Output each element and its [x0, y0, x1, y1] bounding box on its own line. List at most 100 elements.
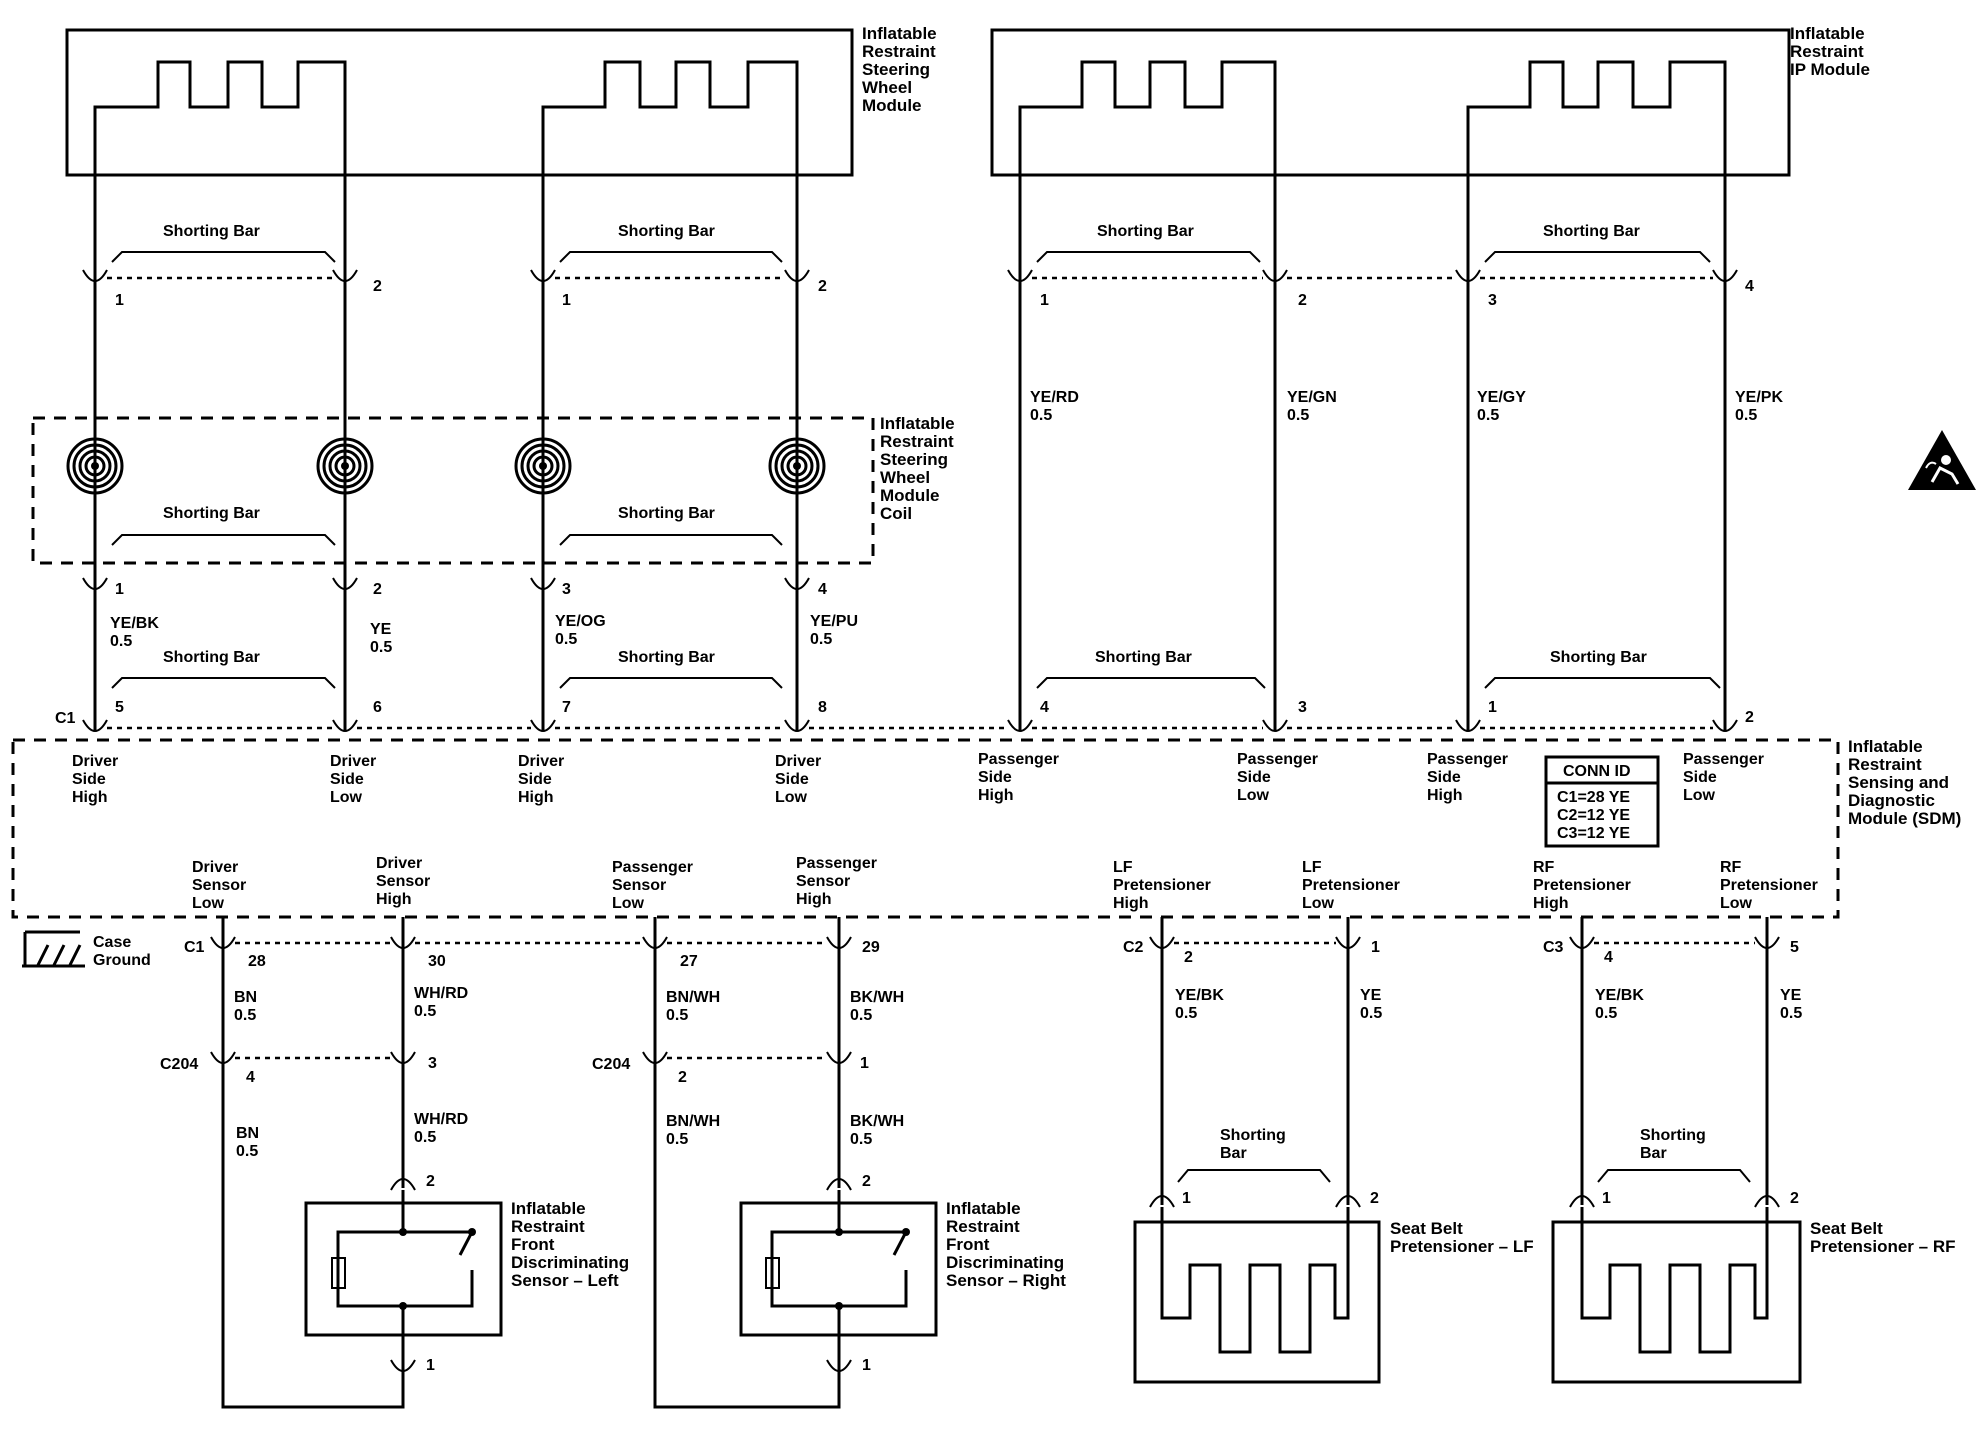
svg-text:6: 6 — [373, 699, 382, 716]
svg-text:YE0.5: YE0.5 — [1360, 987, 1382, 1022]
svg-text:YE/BK0.5: YE/BK0.5 — [110, 615, 159, 650]
svg-text:2: 2 — [426, 1173, 435, 1190]
svg-text:29: 29 — [862, 939, 880, 956]
svg-text:2: 2 — [862, 1173, 871, 1190]
svg-text:Shorting Bar: Shorting Bar — [1550, 649, 1647, 666]
clockspring-coil: Shorting Bar Shorting Bar Inflatable Res… — [31, 414, 955, 565]
sensor-label: Inflatable Restraint Front Discriminatin… — [946, 1199, 1069, 1290]
lf-pretensioner: 1 2 Seat Belt Pretensioner – LF — [1133, 1190, 1534, 1384]
svg-text:30: 30 — [428, 953, 446, 970]
ground-icon — [22, 930, 85, 968]
svg-text:BN/WH0.5: BN/WH0.5 — [666, 989, 720, 1024]
svg-text:1: 1 — [1182, 1190, 1191, 1207]
svg-text:4: 4 — [1745, 278, 1754, 295]
svg-text:CONN ID: CONN ID — [1563, 763, 1631, 780]
svg-text:8: 8 — [818, 699, 827, 716]
upper-wires — [93, 178, 1727, 730]
svg-text:YE/PK0.5: YE/PK0.5 — [1735, 389, 1783, 424]
svg-text:2: 2 — [373, 581, 382, 598]
svg-text:C204: C204 — [592, 1056, 630, 1073]
svg-text:BK/WH0.5: BK/WH0.5 — [850, 1113, 904, 1148]
svg-text:Shorting Bar: Shorting Bar — [1095, 649, 1192, 666]
svg-text:4: 4 — [1040, 699, 1049, 716]
svg-text:YE/RD0.5: YE/RD0.5 — [1030, 389, 1079, 424]
sdm-label: Inflatable Restraint Sensing and Diagnos… — [1848, 737, 1961, 828]
svg-text:WH/RD0.5: WH/RD0.5 — [414, 985, 468, 1020]
svg-text:3: 3 — [562, 581, 571, 598]
module-label: Inflatable Restraint Steering Wheel Modu… — [862, 24, 941, 115]
svg-text:1: 1 — [1488, 699, 1497, 716]
top-connectors: 1 2 1 2 1 2 3 4 Shorting Bar Shorting Ba… — [82, 223, 1754, 309]
svg-text:1: 1 — [426, 1357, 435, 1374]
svg-text:C204: C204 — [160, 1056, 198, 1073]
c1-shorting-bars: Shorting Bar Shorting Bar Shorting Bar S… — [111, 649, 1721, 689]
svg-text:Shorting Bar: Shorting Bar — [163, 223, 260, 240]
svg-text:27: 27 — [680, 953, 698, 970]
right-front-sensor: 2 1 Inflatable Restraint Front Discrimin… — [739, 1173, 1069, 1374]
svg-text:3: 3 — [428, 1055, 437, 1072]
svg-text:4: 4 — [818, 581, 827, 598]
svg-text:2: 2 — [1790, 1190, 1799, 1207]
ip-module: Inflatable Restraint IP Module — [990, 24, 1870, 178]
svg-text:3: 3 — [1298, 699, 1307, 716]
svg-text:YE0.5: YE0.5 — [1780, 987, 1802, 1022]
svg-text:2: 2 — [1745, 709, 1754, 726]
svg-text:1: 1 — [115, 292, 124, 309]
svg-text:2: 2 — [1184, 949, 1193, 966]
svg-text:Shorting Bar: Shorting Bar — [618, 649, 715, 666]
svg-text:BN0.5: BN0.5 — [236, 1125, 259, 1160]
sensor-label: Inflatable Restraint Front Discriminatin… — [511, 1199, 634, 1290]
svg-text:YE0.5: YE0.5 — [370, 621, 392, 656]
svg-text:1: 1 — [862, 1357, 871, 1374]
svg-text:1: 1 — [860, 1055, 869, 1072]
svg-text:BK/WH0.5: BK/WH0.5 — [850, 989, 904, 1024]
steering-wheel-module: Inflatable Restraint Steering Wheel Modu… — [65, 24, 941, 178]
svg-text:BN/WH0.5: BN/WH0.5 — [666, 1113, 720, 1148]
svg-text:2: 2 — [1370, 1190, 1379, 1207]
svg-text:2: 2 — [373, 278, 382, 295]
conn-id-table: CONN ID C1=28 YE C2=12 YE C3=12 YE — [1544, 755, 1660, 848]
svg-text:C2: C2 — [1123, 939, 1144, 956]
module-label: Inflatable Restraint IP Module — [1790, 24, 1870, 79]
sdm-module: Inflatable Restraint Sensing and Diagnos… — [11, 737, 1961, 919]
svg-text:1: 1 — [1371, 939, 1380, 956]
svg-text:Shorting Bar: Shorting Bar — [163, 505, 260, 522]
svg-text:3: 3 — [1488, 292, 1497, 309]
pretensioner-label: Seat Belt Pretensioner – RF — [1810, 1219, 1956, 1256]
svg-text:5: 5 — [1790, 939, 1799, 956]
svg-text:7: 7 — [562, 699, 571, 716]
svg-text:Shorting Bar: Shorting Bar — [1543, 223, 1640, 240]
svg-text:YE/PU0.5: YE/PU0.5 — [810, 613, 858, 648]
svg-text:4: 4 — [246, 1069, 255, 1086]
svg-text:1: 1 — [1040, 292, 1049, 309]
c1-upper-connectors: C1 5 6 7 8 4 3 1 2 — [55, 699, 1754, 732]
svg-text:1: 1 — [562, 292, 571, 309]
svg-text:C3: C3 — [1543, 939, 1564, 956]
svg-text:2: 2 — [1298, 292, 1307, 309]
coil-output-connectors: 1 2 3 4 — [82, 577, 827, 598]
svg-text:C1: C1 — [55, 710, 76, 727]
svg-text:C1=28 YE: C1=28 YE — [1557, 789, 1630, 806]
svg-text:4: 4 — [1604, 949, 1613, 966]
svg-text:C2=12 YE: C2=12 YE — [1557, 807, 1630, 824]
svg-text:Shorting Bar: Shorting Bar — [1097, 223, 1194, 240]
